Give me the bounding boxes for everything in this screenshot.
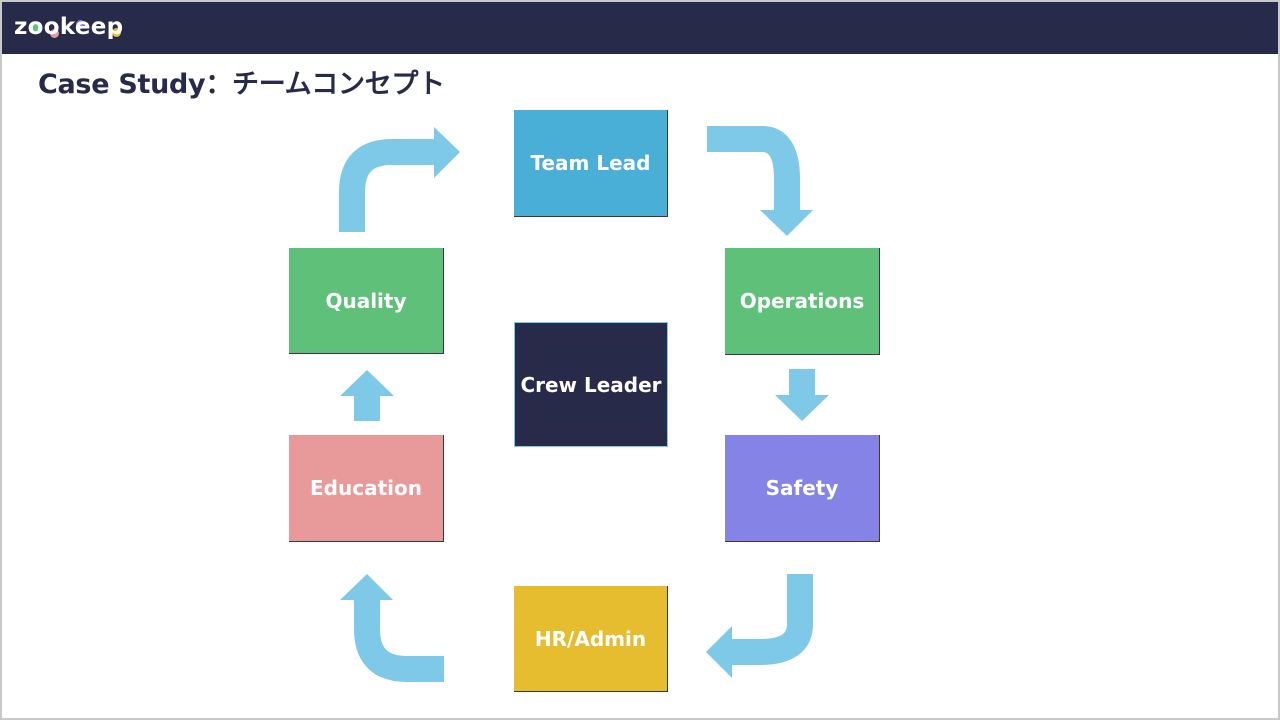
node-crew-leader[interactable]: Crew Leader <box>514 322 668 447</box>
header-bar: zookeep <box>2 2 1278 54</box>
arrow-head-safety-to-hr-admin <box>706 626 732 678</box>
node-education[interactable]: Education <box>289 435 444 542</box>
node-safety[interactable]: Safety <box>725 435 880 542</box>
logo-dot-gold <box>112 28 121 37</box>
arrow-head-hr-admin-to-education <box>340 574 393 600</box>
node-team-lead[interactable]: Team Lead <box>514 110 668 217</box>
logo-text: zookeep <box>14 14 124 40</box>
arrow-head-team-lead-to-operations <box>760 210 813 236</box>
logo-dot-purple <box>76 20 85 29</box>
arrow-team-lead-to-operations <box>707 126 800 210</box>
node-team-lead-label: Team Lead <box>530 151 651 175</box>
node-crew-leader-label: Crew Leader <box>520 372 662 397</box>
arrow-head-quality-to-team-lead <box>434 127 460 178</box>
arrow-hr-admin-to-education <box>354 599 444 682</box>
node-quality[interactable]: Quality <box>289 248 444 354</box>
node-quality-label: Quality <box>325 288 407 313</box>
arrow-safety-to-hr-admin <box>730 574 813 665</box>
node-education-label: Education <box>310 476 422 500</box>
arrow-quality-to-team-lead <box>339 139 434 232</box>
node-hr-admin-label: HR/Admin <box>534 626 647 651</box>
logo-dot-pink <box>50 29 59 38</box>
node-operations[interactable]: Operations <box>725 248 880 355</box>
node-operations-label: Operations <box>739 289 865 313</box>
arrow-head-operations-to-safety <box>775 395 829 421</box>
page-title: Case Study：チームコンセプト <box>38 69 445 100</box>
node-safety-label: Safety <box>765 476 839 500</box>
logo-dot-green <box>30 23 39 32</box>
arrow-head-education-to-quality <box>340 370 394 396</box>
arrow-education-to-quality <box>354 395 380 421</box>
arrow-operations-to-safety <box>789 369 815 396</box>
zookeep-logo[interactable]: zookeep <box>14 14 123 44</box>
node-hr-admin[interactable]: HR/Admin <box>514 586 668 692</box>
